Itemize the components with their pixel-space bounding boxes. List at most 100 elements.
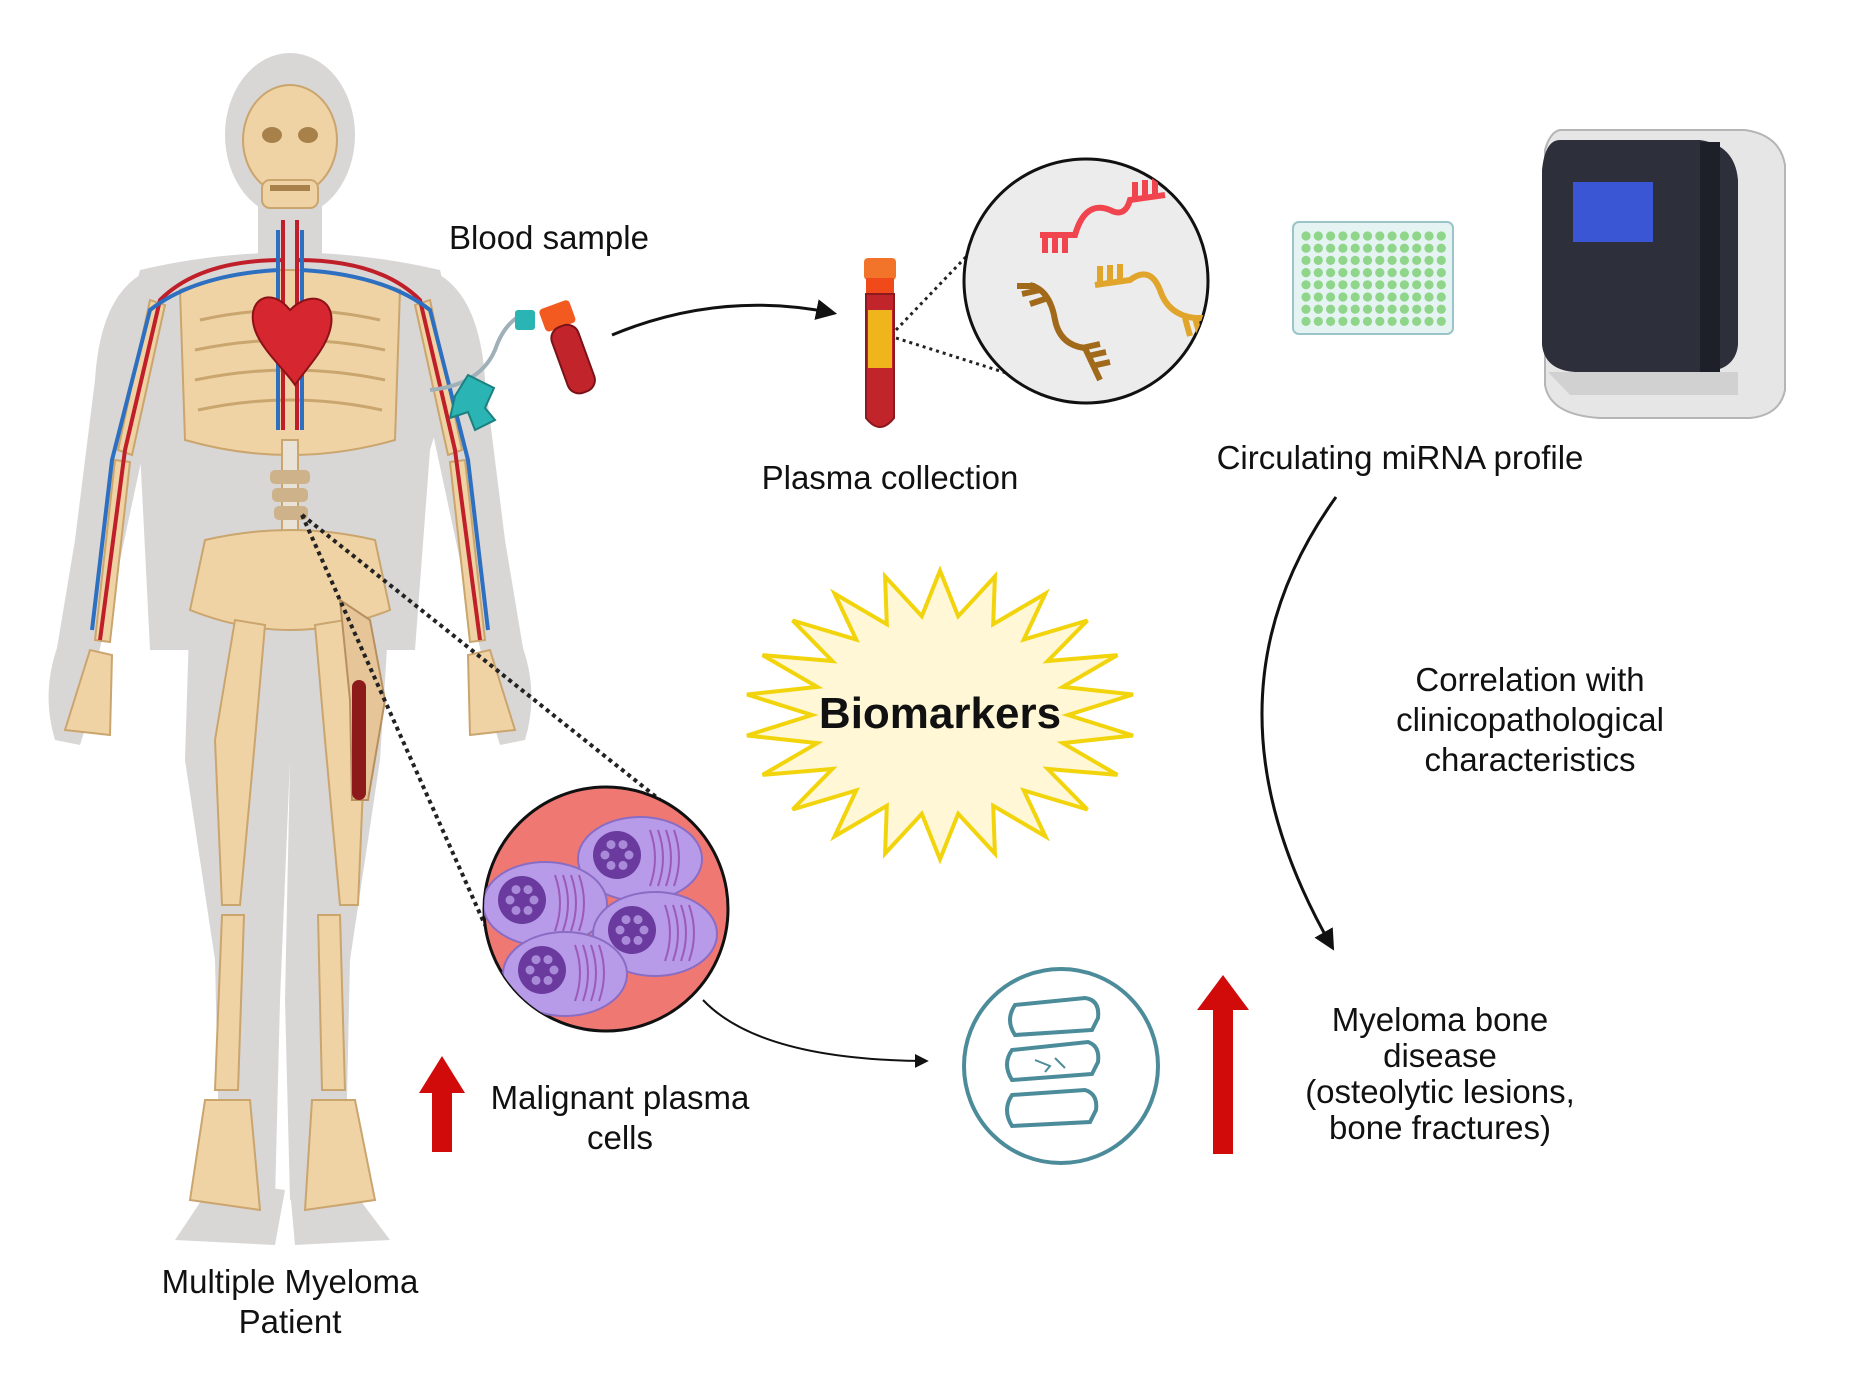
well — [1436, 292, 1446, 302]
well — [1375, 304, 1385, 314]
well — [1326, 280, 1336, 290]
plasma-cells-circle — [482, 785, 730, 1033]
well — [1326, 231, 1336, 241]
well — [1350, 304, 1360, 314]
flow-arrow-to-bone-disease — [1260, 496, 1338, 951]
well — [1350, 231, 1360, 241]
bone-disease-line-3: (osteolytic lesions, — [1305, 1073, 1575, 1110]
well — [1399, 280, 1409, 290]
well — [1338, 316, 1348, 326]
mirna-strand-icon — [1040, 178, 1166, 253]
well — [1362, 268, 1373, 278]
well — [1350, 255, 1360, 265]
well — [1350, 292, 1360, 302]
well — [1301, 231, 1311, 241]
well — [1412, 243, 1422, 253]
biomarkers-burst — [746, 565, 1134, 865]
well — [1301, 304, 1311, 314]
well — [1338, 243, 1348, 253]
well — [1412, 255, 1422, 265]
well — [1436, 280, 1446, 290]
plasma-cell-icon — [484, 861, 608, 947]
well — [1362, 255, 1373, 265]
well — [1399, 255, 1409, 265]
plasma-cell-icon — [592, 891, 718, 977]
up-arrow-icon — [1197, 975, 1249, 1154]
malignant-cells-label: Malignant plasma cells — [450, 1078, 790, 1158]
blood-tube-icon — [864, 258, 896, 428]
well — [1424, 316, 1434, 326]
well — [1326, 316, 1336, 326]
mirna-profile-label: Circulating miRNA profile — [1216, 439, 1584, 476]
correlation-line-2: clinicopathological — [1396, 701, 1664, 738]
well — [1375, 231, 1385, 241]
well — [1326, 304, 1336, 314]
well — [1313, 292, 1323, 302]
well — [1313, 255, 1323, 265]
well — [1313, 231, 1323, 241]
well — [1424, 231, 1434, 241]
magnification-guides — [300, 513, 662, 926]
well — [1399, 231, 1409, 241]
well — [1338, 280, 1348, 290]
well — [1412, 280, 1422, 290]
well — [1387, 304, 1397, 314]
blood-collection-icon — [429, 300, 596, 432]
well — [1350, 243, 1360, 253]
well — [1412, 231, 1422, 241]
well — [1350, 316, 1360, 326]
flow-arrow-to-spine — [702, 999, 929, 1068]
well — [1424, 292, 1434, 302]
mirna-strand-icon — [1017, 282, 1111, 382]
well — [1313, 304, 1323, 314]
well — [1399, 316, 1409, 326]
well — [1387, 243, 1397, 253]
bone-disease-line-2: disease — [1383, 1037, 1497, 1074]
well — [1338, 268, 1348, 278]
well — [1362, 231, 1373, 241]
well-plate-icon — [1292, 221, 1454, 335]
well — [1387, 255, 1397, 265]
well — [1313, 280, 1323, 290]
well — [1412, 304, 1422, 314]
well — [1338, 304, 1348, 314]
well — [1301, 292, 1311, 302]
well — [1387, 280, 1397, 290]
well — [1375, 255, 1385, 265]
well — [1387, 316, 1397, 326]
well — [1424, 304, 1434, 314]
well — [1375, 268, 1385, 278]
flow-arrow-to-plasma — [611, 299, 838, 337]
well — [1375, 280, 1385, 290]
bone-disease-line-1: Myeloma bone — [1331, 1001, 1549, 1038]
biomarkers-label: Biomarkers — [818, 689, 1062, 738]
well — [1326, 268, 1336, 278]
correlation-line-1: Correlation with — [1415, 661, 1645, 698]
well — [1326, 255, 1336, 265]
well — [1338, 292, 1348, 302]
well — [1326, 292, 1336, 302]
well — [1387, 292, 1397, 302]
malignant-line-1: Malignant plasma — [490, 1079, 750, 1116]
well — [1412, 316, 1422, 326]
sequencer-instrument-icon — [1542, 129, 1786, 419]
well — [1350, 268, 1360, 278]
well — [1313, 243, 1323, 253]
well — [1424, 268, 1434, 278]
well — [1375, 243, 1385, 253]
well — [1399, 268, 1409, 278]
well — [1301, 243, 1311, 253]
well — [1338, 255, 1348, 265]
blood-sample-label: Blood sample — [449, 219, 649, 256]
well — [1399, 243, 1409, 253]
well — [1436, 255, 1446, 265]
well — [1362, 243, 1373, 253]
well — [1375, 316, 1385, 326]
mirna-strand-icon — [1094, 264, 1208, 337]
well — [1424, 255, 1434, 265]
well — [1387, 268, 1397, 278]
well — [1387, 231, 1397, 241]
well — [1350, 280, 1360, 290]
patient-line-2: Patient — [238, 1303, 342, 1340]
